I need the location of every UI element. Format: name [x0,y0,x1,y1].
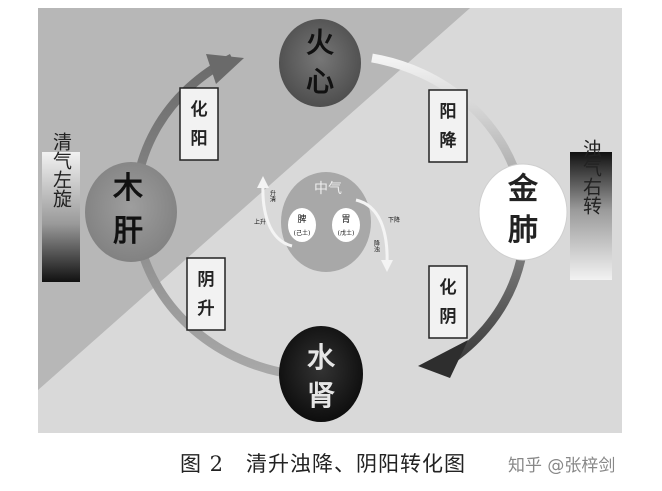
center-qi-label: 中气 [314,181,342,197]
stomach-node: 胃 (戊土) [332,208,360,242]
right-arc-arrowhead [418,340,468,378]
stomach-descending-arrowhead [381,260,393,272]
figure-caption: 图 2 清升浊降、阴阳转化图 [180,452,467,476]
box-top-right-char-1: 阳 [440,102,457,122]
stomach-sub: (戊土) [338,229,355,237]
organ-metal-lung: 金 肺 [478,163,568,261]
box-top-left: 化 阳 [179,87,219,161]
metal-char: 金 [507,172,539,207]
liver-char: 肝 [113,214,143,249]
box-bottom-right-char-1: 化 [440,277,457,298]
box-top-right: 阳 降 [428,89,468,163]
organ-wood-liver: 木 肝 [85,162,177,262]
box-bottom-right-char-2: 阴 [440,307,457,327]
box-bottom-left-char-2: 升 [198,299,215,319]
right-side-bar: 浊气右转 [570,139,612,280]
spleen-node: 脾 (己土) [288,208,316,242]
stomach-char: 胃 [341,214,350,225]
box-top-left-char-1: 化 [191,99,208,120]
heart-char: 心 [306,65,334,98]
stomach-descending-label-bottom: 降浊 [373,239,380,253]
box-bottom-left-char-1: 阴 [198,270,215,290]
spleen-rising-arrowhead [257,176,269,188]
left-side-bar: 清气左旋 [42,132,80,282]
box-bottom-right: 化 阴 [428,265,468,339]
watermark: 知乎 @张梓剑 [508,456,616,476]
fire-char: 火 [306,26,334,59]
stomach-descending-arrow [355,198,389,265]
lung-char: 肺 [508,213,538,248]
spleen-rising-arrow [261,183,293,248]
wood-char: 木 [112,171,143,206]
stomach-descending-label-top: 下降 [388,216,400,224]
organ-water-kidney: 水 肾 [279,326,363,422]
left-bar-text: 清气左旋 [50,132,72,208]
box-top-right-char-2: 降 [440,130,458,151]
spleen-rising-label-bottom: 上升 [254,218,266,226]
organ-fire-heart: 火 心 [279,19,361,107]
right-bar-text: 浊气右转 [580,139,602,215]
water-char: 水 [307,341,336,374]
spleen-char: 脾 [297,213,306,225]
spleen-sub: (己土) [294,229,311,237]
left-arc-arrowhead [206,54,244,84]
spleen-rising-label-top: 升清 [269,189,276,203]
box-bottom-left: 阴 升 [186,257,226,331]
box-top-left-char-2: 阳 [191,129,208,149]
center-qi: 中气 脾 (己土) 胃 (戊土) 升清 上升 下降 降浊 [254,172,400,272]
kidney-char: 肾 [307,379,335,412]
